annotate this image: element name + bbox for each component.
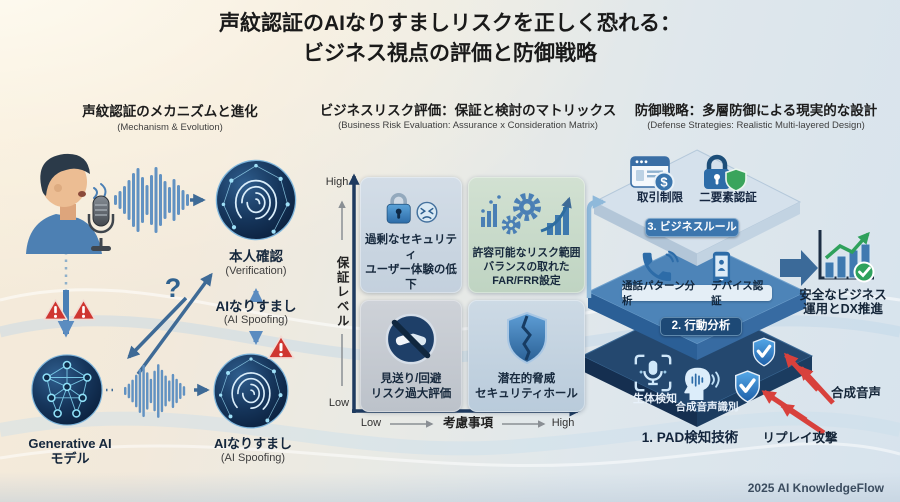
device-auth-icon xyxy=(712,251,731,284)
y-axis-low-label: Low xyxy=(328,397,350,409)
layer3-item2-label: 二要素認証 xyxy=(699,192,757,204)
attack-arrows xyxy=(761,352,835,436)
matrix-heading: ビジネスリスク評価：保証と検討のマトリックス xyxy=(319,103,617,118)
page-title: 声紋認証のAIなりすましリスクを正しく恐れる： ビジネス視点の評価と防御戦略 xyxy=(0,9,900,70)
genai-label-2: モデル xyxy=(50,451,90,466)
quad-tr-line3: FAR/FRR設定 xyxy=(492,275,561,288)
neural-network-icon xyxy=(31,354,103,426)
quad-bl-line1: 見送り/回避 xyxy=(380,373,442,385)
spoofing-label: AIなりすまし xyxy=(213,436,292,451)
matrix-to-defense-arrow xyxy=(586,195,607,298)
quad-tr-line2: バランスの取れた xyxy=(483,261,570,274)
layer2-items: 通話パターン分析 デバイス認証 xyxy=(622,280,772,307)
quadrant-avoidance: 見送り/回避 リスク過大評価 xyxy=(360,300,462,412)
x-axis-high-label: High xyxy=(551,417,575,429)
spoofing-question-label-en: (AI Spoofing) xyxy=(223,314,289,326)
quadrant-overblocking: 過剰なセキュリティ ユーザー体験の低下 xyxy=(360,177,462,293)
attack-synthetic-label: 合成音声 xyxy=(830,386,881,400)
matrix-heading-en: (Business Risk Evaluation: Assurance x C… xyxy=(338,120,598,131)
mechanism-heading-en: (Mechanism & Evolution) xyxy=(117,122,223,133)
layer2-item1-label: 通話パターン分析 xyxy=(622,280,695,307)
verification-label-en: (Verification) xyxy=(225,265,287,277)
voice-waveform-icon xyxy=(114,167,189,233)
verification-label: 本人確認 xyxy=(229,249,283,264)
mechanism-heading: 声紋認証のメカニズムと進化 xyxy=(82,104,258,119)
warning-triangle-icon xyxy=(267,335,295,359)
question-mark: ? xyxy=(164,273,182,303)
quad-bl-line2: リスク過大評価 xyxy=(370,387,452,400)
footer-credit: 2025 AI KnowledgeFlow xyxy=(747,481,884,495)
quadrant-latent-threat: 潜在的脅威 セキュリティホール xyxy=(468,300,585,412)
quad-br-line2: セキュリティホール xyxy=(475,387,578,400)
warning-triangle-icon xyxy=(43,299,68,321)
spoofing-label-en: (AI Spoofing) xyxy=(220,452,286,464)
outcome-label-1: 安全なビジネス xyxy=(799,288,887,302)
voice-waveform-icon xyxy=(124,364,186,418)
warning-triangle-icon xyxy=(71,299,96,321)
two-factor-icon xyxy=(704,154,747,191)
voiceprint-circle-icon xyxy=(213,353,289,429)
shield-check-icon xyxy=(751,336,777,368)
spoofing-question-label: AIなりすまし xyxy=(215,299,297,314)
growth-chart-icon xyxy=(818,230,875,283)
layer3-item1-label: 取引制限 xyxy=(637,192,683,204)
attack-replay-label: リプレイ攻撃 xyxy=(762,431,838,445)
y-axis-label: 保証レベル xyxy=(334,255,349,329)
question-down-arrow xyxy=(127,296,188,360)
x-axis-label: 考慮事項 xyxy=(442,416,493,430)
layer2-item2-label: デバイス認証 xyxy=(711,280,764,307)
quadrant-acceptable-risk: 許容可能なリスク範囲 バランスの取れた FAR/FRR設定 xyxy=(468,177,585,293)
genai-label-1: Generative AI xyxy=(28,436,112,451)
quad-tl-line2: ユーザー体験の低下 xyxy=(365,264,457,292)
title-line-1: 声紋認証のAIなりすましリスクを正しく恐れる： xyxy=(219,12,681,35)
y-axis-high-label: High xyxy=(325,176,349,188)
question-up-arrow xyxy=(136,272,213,376)
synthetic-voice-icon xyxy=(684,367,720,400)
liveness-scan-icon xyxy=(634,354,672,392)
quad-tr-line1: 許容可能なリスク範囲 xyxy=(472,247,581,259)
flow-arrow-icon xyxy=(780,250,818,286)
quad-tl-line1: 過剰なセキュリティ xyxy=(365,234,457,262)
outcome-label-2: 運用とDX推進 xyxy=(803,302,883,316)
quad-br-line1: 潜在的脅威 xyxy=(497,373,556,385)
phone-call-icon xyxy=(642,250,679,282)
lock-icon xyxy=(386,193,438,224)
svg-text:$: $ xyxy=(660,175,668,190)
gears-growth-icon xyxy=(480,193,572,235)
angry-face-icon xyxy=(416,201,438,223)
layer1-item1-label: 生体検知 xyxy=(633,393,677,405)
layer1-item2-label: 合成音声識別 xyxy=(675,401,739,413)
defense-heading: 防御戦略：多層防御による現実的な設計 xyxy=(634,103,878,118)
transaction-limit-icon: $ xyxy=(630,156,675,193)
x-axis-low-label: Low xyxy=(360,417,382,429)
person-speaking-icon xyxy=(26,153,107,254)
layer2-banner: 2. 行動分析 xyxy=(660,317,742,336)
defense-heading-en: (Defense Strategies: Realistic Multi-lay… xyxy=(647,120,865,131)
broken-shield-icon xyxy=(506,311,547,365)
layer1-banner: 1. PAD検知技術 xyxy=(641,430,739,445)
layer3-banner: 3. ビジネスルール xyxy=(645,218,739,237)
no-handshake-icon xyxy=(385,313,437,365)
title-line-2: ビジネス視点の評価と防御戦略 xyxy=(303,42,597,66)
microphone-icon xyxy=(87,195,115,251)
voiceprint-circle-icon xyxy=(215,159,297,241)
shield-check-icon xyxy=(733,369,762,404)
